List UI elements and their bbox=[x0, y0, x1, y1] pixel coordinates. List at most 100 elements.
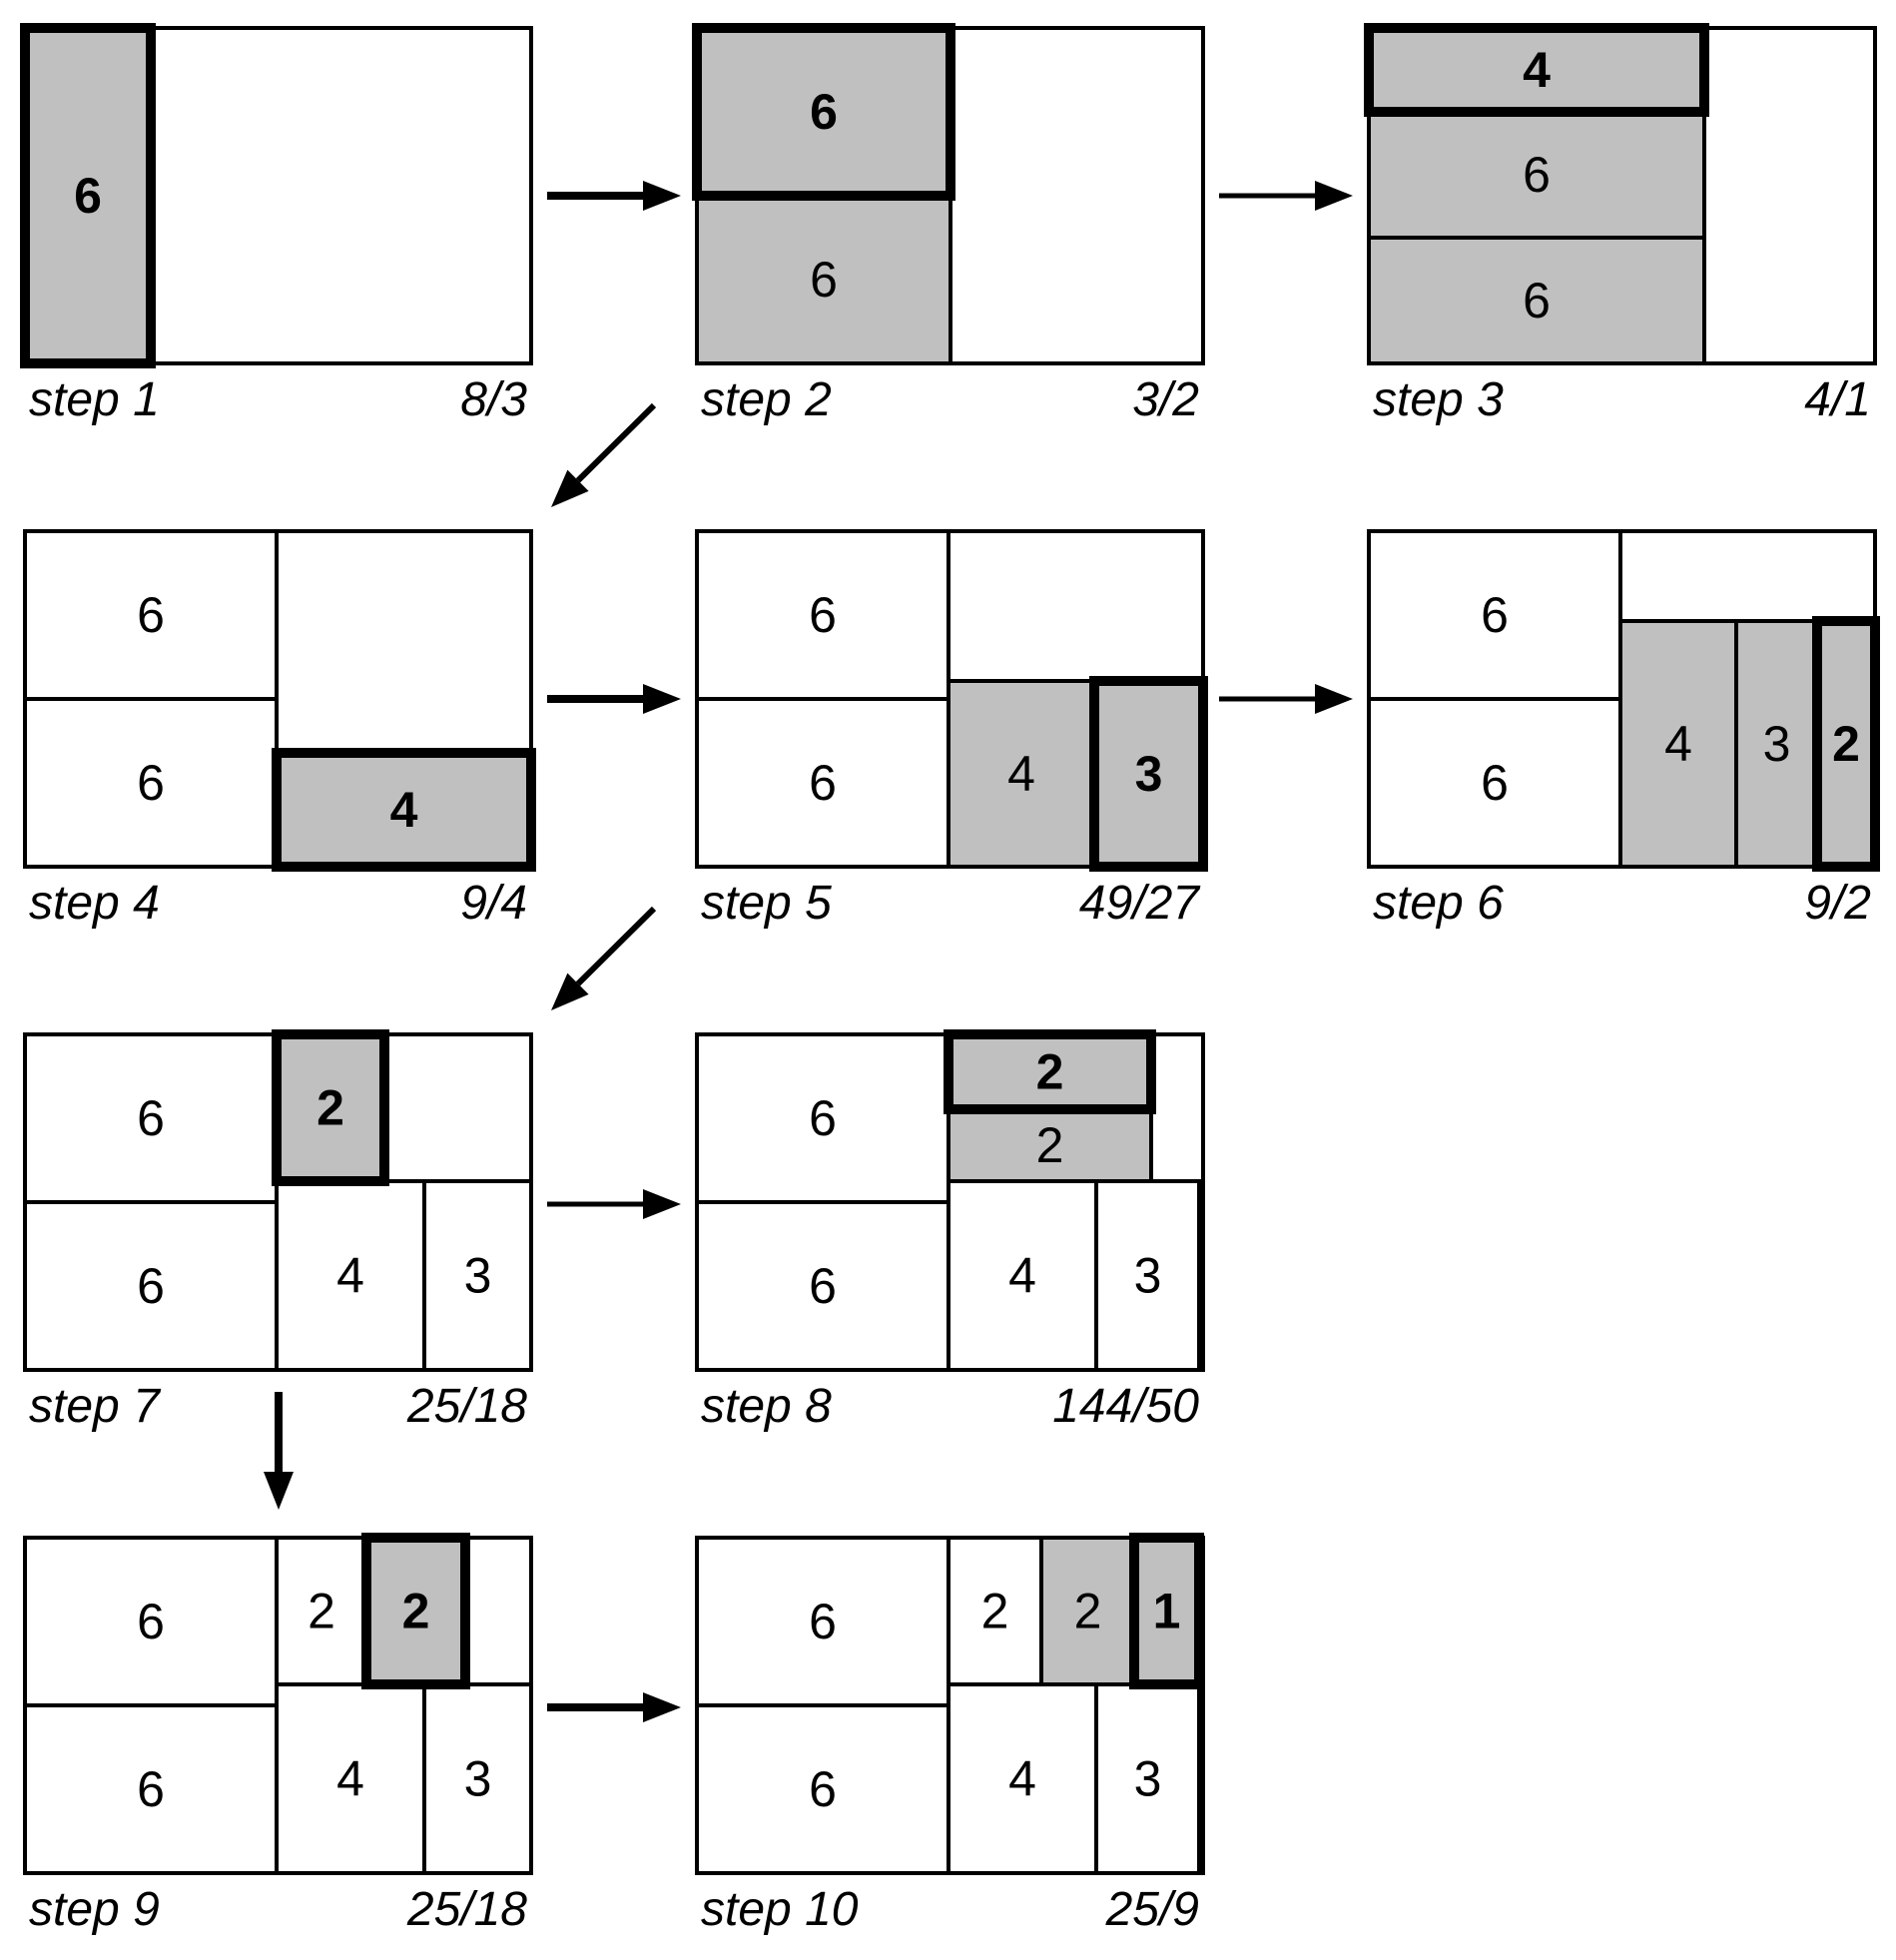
arrows bbox=[264, 181, 1353, 1722]
current-cell bbox=[1129, 1533, 1204, 1689]
transition-arrow bbox=[551, 906, 657, 1010]
cell bbox=[23, 1536, 279, 1707]
cell bbox=[1367, 529, 1622, 701]
cell bbox=[947, 679, 1096, 869]
current-cell bbox=[361, 1533, 470, 1689]
cell bbox=[275, 1536, 368, 1686]
current-cell bbox=[1812, 616, 1880, 872]
cell-value-label: 6 bbox=[137, 587, 165, 643]
cell-value-label: 6 bbox=[74, 168, 102, 224]
cell-value-label: 3 bbox=[1135, 746, 1163, 802]
aspect-ratio-label: 4/1 bbox=[1804, 373, 1871, 426]
current-cell bbox=[944, 1029, 1156, 1114]
arrow-head-icon bbox=[551, 469, 589, 507]
aspect-ratio-label: 25/9 bbox=[1105, 1883, 1199, 1936]
step-label: step 7 bbox=[29, 1380, 162, 1433]
cell bbox=[695, 1536, 950, 1707]
cell-value-label: 2 bbox=[1832, 716, 1860, 772]
step-label: step 6 bbox=[1373, 877, 1504, 930]
cell-value-label: 6 bbox=[809, 1258, 837, 1314]
cell bbox=[695, 1200, 950, 1372]
transition-arrow bbox=[264, 1392, 294, 1510]
cell-value-label: 4 bbox=[1008, 1248, 1036, 1304]
cell-value-label: 2 bbox=[402, 1584, 430, 1639]
arrow-head-icon bbox=[264, 1472, 294, 1510]
transition-arrow bbox=[1219, 181, 1353, 211]
cell bbox=[422, 1682, 533, 1875]
arrow-head-icon bbox=[643, 684, 681, 714]
cell bbox=[947, 1682, 1098, 1875]
cell bbox=[1734, 619, 1819, 869]
cell-value-label: 2 bbox=[1036, 1044, 1064, 1100]
cell-value-label: 6 bbox=[137, 1594, 165, 1649]
aspect-ratio-label: 9/2 bbox=[1804, 877, 1871, 930]
arrow-head-icon bbox=[1315, 684, 1353, 714]
step-label: step 1 bbox=[29, 373, 160, 426]
step-panel: 6 6 step 2 3/2 bbox=[692, 23, 1205, 426]
transition-arrow bbox=[547, 181, 681, 211]
step-label: step 4 bbox=[29, 877, 160, 930]
step-panel: 6 6 4 step 4 9/4 bbox=[23, 529, 536, 930]
step-label: step 5 bbox=[701, 877, 832, 930]
step-panel: 6 step 1 8/3 bbox=[20, 23, 533, 426]
panels: 6 step 1 8/3 6 6 step 2 3/2 6 6 4 step 3 4/1 6 6 4 step… bbox=[20, 23, 1880, 1936]
current-cell bbox=[1364, 23, 1709, 117]
step-label: step 2 bbox=[701, 373, 832, 426]
cell-value-label: 4 bbox=[1523, 42, 1551, 98]
current-cell bbox=[692, 23, 955, 201]
arrow-head-icon bbox=[551, 973, 589, 1010]
cell-value-label: 6 bbox=[137, 1258, 165, 1314]
current-cell bbox=[272, 748, 536, 872]
arrow-shaft bbox=[575, 906, 657, 986]
cell-value-label: 3 bbox=[464, 1248, 492, 1304]
transition-arrow bbox=[1219, 684, 1353, 714]
cell-value-label: 4 bbox=[1007, 746, 1035, 802]
current-cell bbox=[1089, 676, 1208, 872]
cell bbox=[695, 1703, 950, 1875]
transition-arrow bbox=[547, 1189, 681, 1219]
cell-value-label: 4 bbox=[1664, 716, 1692, 772]
arrow-head-icon bbox=[1315, 181, 1353, 211]
cell bbox=[1367, 236, 1706, 365]
transition-arrow bbox=[547, 1692, 681, 1722]
cell-value-label: 4 bbox=[390, 782, 418, 838]
cell-value-label: 2 bbox=[1074, 1584, 1102, 1639]
aspect-ratio-label: 9/4 bbox=[460, 877, 527, 930]
cell-value-label: 4 bbox=[1008, 1751, 1036, 1807]
step-label: step 3 bbox=[1373, 373, 1504, 426]
cell bbox=[1094, 1179, 1201, 1372]
cell-value-label: 6 bbox=[809, 1090, 837, 1146]
transition-arrow bbox=[551, 402, 657, 507]
arrow-head-icon bbox=[643, 181, 681, 211]
cell bbox=[1039, 1536, 1136, 1686]
current-cell bbox=[20, 23, 156, 368]
cell-value-label: 6 bbox=[1523, 147, 1551, 203]
cell bbox=[695, 529, 950, 701]
step-label: step 10 bbox=[701, 1883, 859, 1936]
cell-value-label: 4 bbox=[336, 1751, 364, 1807]
cell bbox=[275, 1682, 426, 1875]
cell-value-label: 2 bbox=[981, 1584, 1009, 1639]
aspect-ratio-label: 8/3 bbox=[460, 373, 527, 426]
cell-value-label: 3 bbox=[1134, 1248, 1162, 1304]
cell-value-label: 6 bbox=[1523, 273, 1551, 328]
cell-value-label: 6 bbox=[1481, 587, 1509, 643]
cell-value-label: 6 bbox=[137, 1090, 165, 1146]
cell-value-label: 3 bbox=[464, 1751, 492, 1807]
aspect-ratio-label: 49/27 bbox=[1079, 877, 1201, 930]
cell-value-label: 6 bbox=[810, 84, 838, 140]
cell-value-label: 6 bbox=[809, 587, 837, 643]
aspect-ratio-label: 25/18 bbox=[406, 1883, 527, 1936]
cell bbox=[695, 1032, 950, 1204]
cell-value-label: 6 bbox=[137, 755, 165, 811]
cell-value-label: 6 bbox=[810, 252, 838, 308]
cell-value-label: 6 bbox=[809, 1761, 837, 1817]
aspect-ratio-label: 3/2 bbox=[1132, 373, 1199, 426]
cell bbox=[422, 1179, 533, 1372]
cell-value-label: 6 bbox=[809, 1594, 837, 1649]
